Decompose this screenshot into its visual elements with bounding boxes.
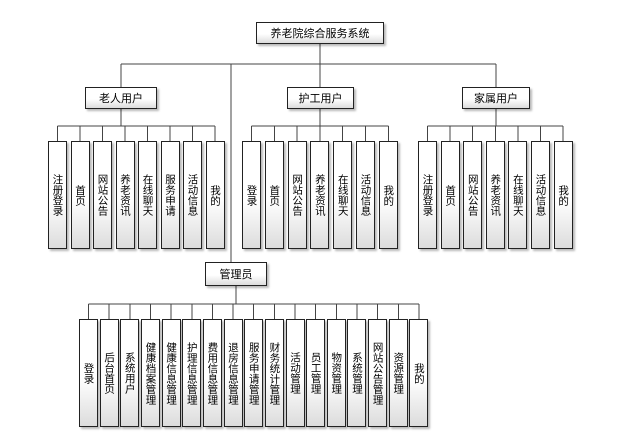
admin-function-box-4: 健康信息管理 [161, 319, 181, 427]
group-node-elderly: 老人用户 [85, 87, 157, 109]
function-box-7: 我的 [205, 141, 225, 249]
function-box-1: 首页 [264, 141, 284, 249]
admin-function-box-9: 财务统计管理 [264, 319, 284, 427]
function-box-1: 首页 [440, 141, 460, 249]
admin-function-box-3: 健康档案管理 [140, 319, 160, 427]
admin-function-box-6: 费用信息管理 [202, 319, 222, 427]
function-box-3: 养老资讯 [485, 141, 505, 249]
admin-function-box-5: 护理信息管理 [182, 319, 202, 427]
admin-function-box-11: 员工管理 [306, 319, 326, 427]
function-box-6: 我的 [553, 141, 573, 249]
function-box-2: 网站公告 [287, 141, 307, 249]
group-node-family: 家属用户 [462, 87, 530, 109]
admin-function-box-0: 登录 [79, 319, 98, 427]
function-box-0: 登录 [242, 141, 261, 249]
function-box-3: 养老资讯 [310, 141, 330, 249]
function-box-1: 首页 [70, 141, 90, 249]
function-box-6: 活动信息 [183, 141, 202, 249]
root-node: 养老院综合服务系统 [256, 22, 384, 44]
admin-function-box-12: 物资管理 [326, 319, 346, 427]
admin-function-box-13: 系统管理 [347, 319, 367, 427]
admin-function-box-1: 后台首页 [99, 319, 119, 427]
admin-node: 管理员 [205, 262, 267, 286]
function-box-3: 养老资讯 [115, 141, 135, 249]
function-box-0: 注册登录 [48, 141, 67, 249]
admin-function-box-16: 我的 [409, 319, 429, 427]
function-box-2: 网站公告 [93, 141, 112, 249]
admin-function-box-14: 网站公告管理 [368, 319, 388, 427]
admin-function-box-8: 服务申请管理 [244, 319, 264, 427]
function-box-6: 我的 [378, 141, 398, 249]
function-box-5: 活动信息 [356, 141, 375, 249]
function-box-0: 注册登录 [418, 141, 437, 249]
group-node-caregiver: 护工用户 [287, 87, 354, 109]
admin-function-box-15: 资源管理 [388, 319, 408, 427]
admin-function-box-7: 退房信息管理 [223, 319, 243, 427]
function-box-5: 服务申请 [160, 141, 180, 249]
admin-function-box-2: 系统用户 [120, 319, 140, 427]
function-box-4: 在线聊天 [508, 141, 528, 249]
function-box-5: 活动信息 [531, 141, 550, 249]
admin-function-box-10: 活动管理 [285, 319, 305, 427]
function-box-4: 在线聊天 [138, 141, 157, 249]
function-box-4: 在线聊天 [333, 141, 353, 249]
function-box-2: 网站公告 [463, 141, 483, 249]
